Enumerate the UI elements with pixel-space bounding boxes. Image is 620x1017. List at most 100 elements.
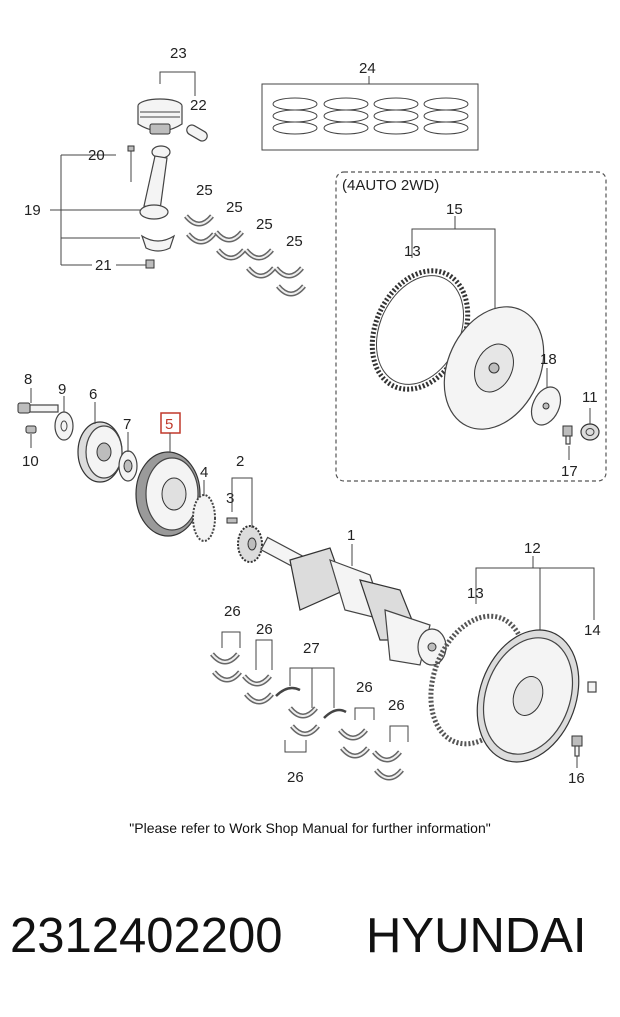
main-bearing-lower-face bbox=[213, 671, 241, 681]
main-bearing-upper-face bbox=[243, 675, 271, 685]
rod-bearing-lower-face bbox=[277, 285, 305, 295]
bolt-8 bbox=[17, 402, 59, 414]
dowel-pin bbox=[587, 681, 597, 693]
key-10 bbox=[25, 425, 37, 434]
auto-transmission-inset bbox=[335, 171, 607, 482]
callout-10: 10 bbox=[22, 453, 39, 470]
callout-18: 18 bbox=[540, 351, 557, 368]
rod-bearing-lower-face bbox=[217, 249, 245, 259]
callout-26-a: 26 bbox=[224, 603, 241, 620]
callout-21: 21 bbox=[95, 257, 112, 274]
callout-12: 12 bbox=[524, 540, 541, 557]
leader-2-3 bbox=[231, 477, 253, 528]
bolt-16 bbox=[571, 735, 583, 757]
callout-9: 9 bbox=[58, 381, 66, 398]
bolt-17 bbox=[562, 425, 573, 445]
engine-parts-diagram: 23 22 24 20 19 21 25 25 25 25 (4AUTO 2WD… bbox=[17, 45, 607, 787]
callout-8: 8 bbox=[24, 371, 32, 388]
piston-ring bbox=[373, 97, 419, 111]
callout-25-b: 25 bbox=[226, 199, 243, 216]
washer-9 bbox=[54, 411, 74, 441]
piston-ring bbox=[423, 109, 469, 123]
inset-label: (4AUTO 2WD) bbox=[342, 177, 439, 194]
spacer-7 bbox=[118, 450, 138, 482]
leader-12-13-14 bbox=[475, 556, 595, 640]
main-bearing-lower-face bbox=[375, 769, 403, 779]
callout-26-e: 26 bbox=[287, 769, 304, 786]
piston-ring bbox=[323, 97, 369, 111]
thrust-washers bbox=[275, 686, 347, 719]
main-bearing-lower-face bbox=[341, 747, 369, 757]
piston-ring bbox=[272, 121, 318, 135]
main-bearing-upper-face bbox=[373, 751, 401, 761]
callout-6: 6 bbox=[89, 386, 97, 403]
callout-26-d: 26 bbox=[388, 697, 405, 714]
callout-19: 19 bbox=[24, 202, 41, 219]
piston-ring bbox=[423, 121, 469, 135]
footnote: "Please refer to Work Shop Manual for fu… bbox=[129, 820, 491, 836]
main-bearings bbox=[210, 652, 404, 781]
piston-ring bbox=[272, 109, 318, 123]
leader-26-27 bbox=[221, 631, 409, 753]
callout-7: 7 bbox=[123, 416, 131, 433]
leader-23 bbox=[159, 71, 196, 96]
callout-16: 16 bbox=[568, 770, 585, 787]
callout-20: 20 bbox=[88, 147, 105, 164]
drive-plate bbox=[443, 306, 545, 430]
adapter-plate bbox=[530, 386, 562, 426]
main-bearing-upper-face bbox=[339, 729, 367, 739]
callout-11: 11 bbox=[582, 389, 598, 406]
rod-bearing-upper-face bbox=[245, 249, 273, 259]
part-number: 2312402200 bbox=[10, 909, 283, 963]
callout-1: 1 bbox=[347, 527, 355, 544]
callout-27: 27 bbox=[303, 640, 320, 657]
rod-bearing-upper-face bbox=[185, 215, 213, 225]
callout-25-c: 25 bbox=[256, 216, 273, 233]
callout-23: 23 bbox=[170, 45, 187, 62]
rod-bearing-lower-face bbox=[187, 233, 215, 243]
main-bearing-lower-face bbox=[245, 693, 273, 703]
callout-13-b: 13 bbox=[467, 585, 484, 602]
pulley-6 bbox=[77, 421, 123, 483]
crankshaft bbox=[260, 536, 447, 666]
callout-25-d: 25 bbox=[286, 233, 303, 250]
callout-22: 22 bbox=[190, 97, 207, 114]
gear-2 bbox=[237, 525, 263, 563]
callout-15: 15 bbox=[446, 201, 463, 218]
callout-26-b: 26 bbox=[256, 621, 273, 638]
bushing-11 bbox=[580, 423, 600, 441]
callout-26-c: 26 bbox=[356, 679, 373, 696]
rod-bearing-upper-face bbox=[275, 267, 303, 277]
piston-ring bbox=[323, 109, 369, 123]
callout-3: 3 bbox=[226, 490, 234, 507]
main-bearing-lower-face bbox=[291, 725, 319, 735]
piston-ring-set bbox=[261, 83, 479, 151]
leader-19-20-21 bbox=[50, 154, 146, 266]
piston-ring bbox=[272, 97, 318, 111]
callout-25-a: 25 bbox=[196, 182, 213, 199]
callout-14: 14 bbox=[584, 622, 601, 639]
rod-bearing-upper-face bbox=[215, 231, 243, 241]
piston-ring bbox=[323, 121, 369, 135]
callout-17: 17 bbox=[561, 463, 578, 480]
main-bearing-upper-face bbox=[211, 653, 239, 663]
callout-13-a: 13 bbox=[404, 243, 421, 260]
main-bearing-upper-face bbox=[289, 707, 317, 717]
piston-ring bbox=[423, 97, 469, 111]
brand-name: HYUNDAI bbox=[366, 909, 587, 963]
piston-ring bbox=[373, 109, 419, 123]
callout-24: 24 bbox=[359, 60, 376, 77]
sprocket-4 bbox=[192, 494, 216, 542]
leader-15-13 bbox=[411, 216, 496, 310]
callout-5: 5 bbox=[165, 416, 173, 433]
rod-bearing-lower-face bbox=[247, 267, 275, 277]
connecting-rod bbox=[127, 145, 176, 269]
flywheel bbox=[476, 629, 580, 763]
piston-ring bbox=[373, 121, 419, 135]
piston-assembly bbox=[137, 98, 208, 142]
callout-4: 4 bbox=[200, 464, 208, 481]
key-3 bbox=[226, 517, 238, 524]
rod-bearings bbox=[184, 214, 306, 297]
damper-pulley bbox=[135, 451, 201, 537]
callout-2: 2 bbox=[236, 453, 244, 470]
